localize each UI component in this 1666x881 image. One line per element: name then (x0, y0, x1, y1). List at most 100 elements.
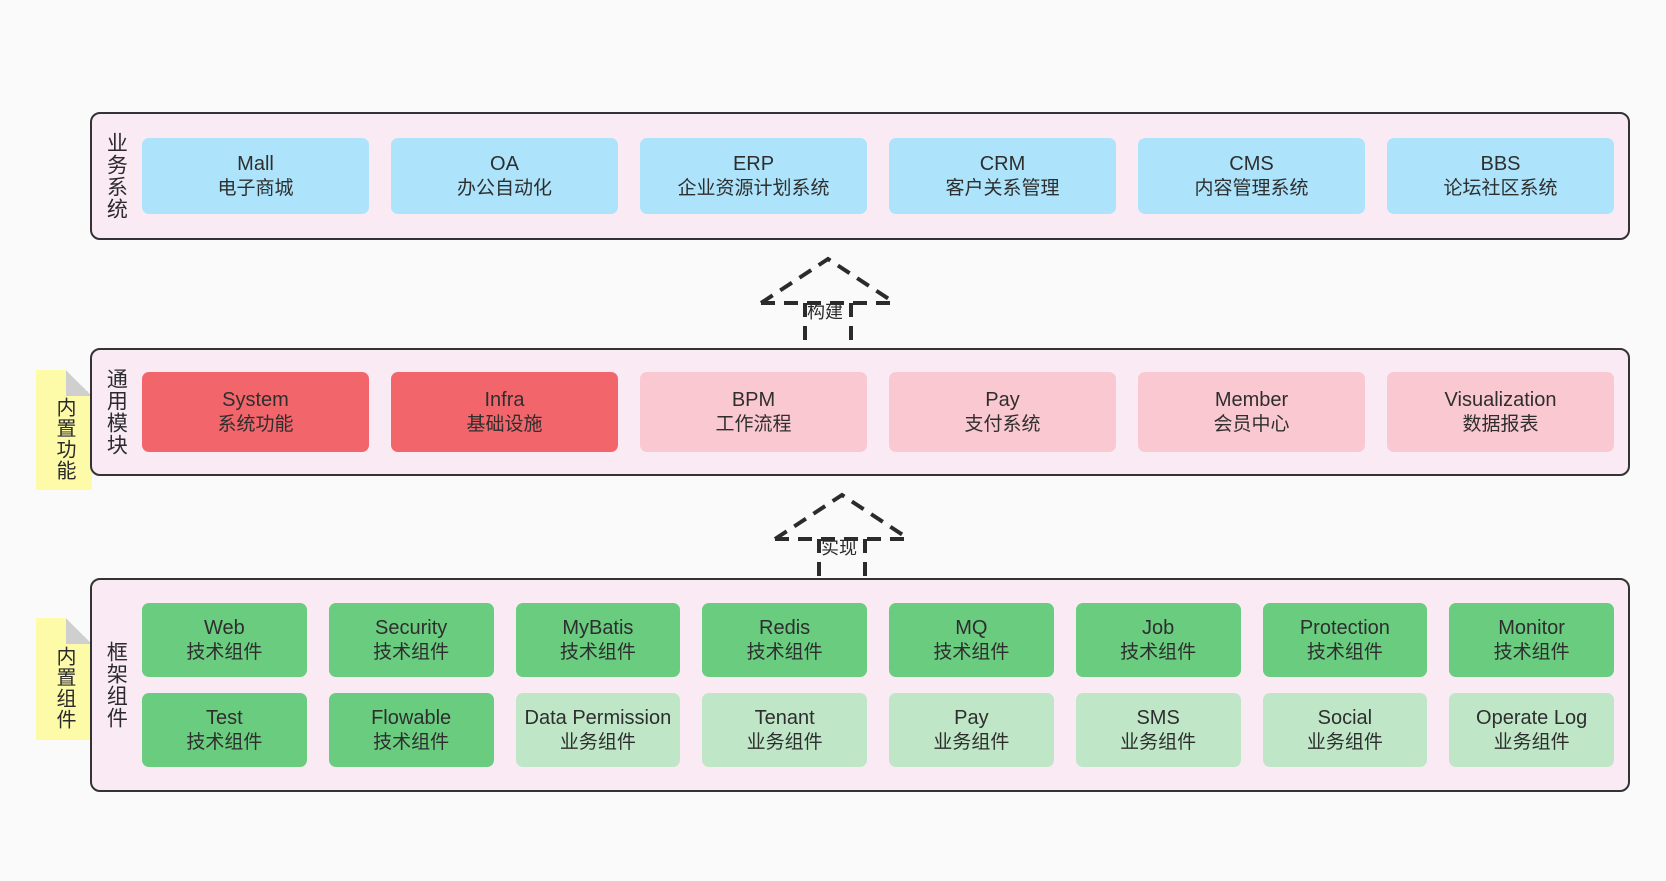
card-en-label: SMS (1136, 706, 1180, 729)
sticky-note-builtin-component: 内置组件 (36, 618, 92, 740)
card-en-label: Job (1142, 616, 1175, 639)
card-en-label: Pay (954, 706, 989, 729)
module-card-member[interactable]: Member 会员中心 (1138, 372, 1365, 452)
card-cn-label: 技术组件 (373, 731, 450, 753)
connector-stem (817, 539, 867, 582)
arrowhead-triangle-left-right (773, 492, 911, 541)
module-card-pay[interactable]: Pay 支付系统 (889, 372, 1116, 452)
sticky-note-label: 内置组件 (53, 646, 75, 730)
card-cn-label: 客户关系管理 (945, 177, 1060, 199)
connector-build: 构建 (758, 256, 938, 346)
module-card-flowable[interactable]: Flowable 技术组件 (328, 693, 494, 767)
connector-implement: 实现 (772, 492, 952, 582)
card-cn-label: 业务组件 (746, 731, 823, 753)
card-cn-label: 技术组件 (373, 641, 450, 663)
card-en-label: BBS (1480, 152, 1521, 175)
card-en-label: Operate Log (1476, 706, 1588, 729)
card-cn-label: 技术组件 (1493, 641, 1570, 663)
module-card-test[interactable]: Test 技术组件 (142, 693, 307, 767)
card-cn-label: 会员中心 (1213, 413, 1290, 435)
card-cn-label: 业务组件 (933, 731, 1010, 753)
module-card-erp[interactable]: ERP 企业资源计划系统 (640, 138, 867, 214)
card-cn-label: 数据报表 (1462, 413, 1539, 435)
module-card-sms[interactable]: SMS 业务组件 (1075, 693, 1241, 767)
layer-framework-component: 框架组件 Web 技术组件 Security 技术组件 MyBatis 技术组件… (90, 578, 1630, 792)
module-card-infra[interactable]: Infra 基础设施 (391, 372, 618, 452)
module-card-job[interactable]: Job 技术组件 (1075, 603, 1241, 677)
card-en-label: Member (1214, 388, 1289, 411)
layer-body-common: System 系统功能 Infra 基础设施 BPM 工作流程 Pay 支付系统… (138, 350, 1628, 474)
card-cn-label: 基础设施 (466, 413, 543, 435)
layer-title-business: 业务系统 (104, 132, 128, 220)
module-card-social[interactable]: Social 业务组件 (1262, 693, 1428, 767)
card-cn-label: 业务组件 (559, 731, 636, 753)
card-cn-label: 企业资源计划系统 (677, 177, 830, 199)
module-card-web[interactable]: Web 技术组件 (142, 603, 307, 677)
card-cn-label: 业务组件 (1306, 731, 1383, 753)
module-card-bbs[interactable]: BBS 论坛社区系统 (1387, 138, 1614, 214)
module-card-bpm[interactable]: BPM 工作流程 (640, 372, 867, 452)
module-card-cms[interactable]: CMS 内容管理系统 (1138, 138, 1365, 214)
module-card-mq[interactable]: MQ 技术组件 (889, 603, 1054, 677)
module-card-crm[interactable]: CRM 客户关系管理 (889, 138, 1116, 214)
card-cn-label: 内容管理系统 (1194, 177, 1309, 199)
card-en-label: System (222, 388, 289, 411)
card-en-label: Visualization (1444, 388, 1557, 411)
card-en-label: Tenant (754, 706, 815, 729)
layer-body-framework: Web 技术组件 Security 技术组件 MyBatis 技术组件 Redi… (138, 580, 1628, 790)
module-card-mall[interactable]: Mall 电子商城 (142, 138, 369, 214)
layer-row: Mall 电子商城 OA 办公自动化 ERP 企业资源计划系统 CRM 客户关系… (142, 138, 1614, 214)
card-en-label: Monitor (1498, 616, 1565, 639)
connector-build-label: 构建 (807, 302, 843, 322)
module-card-tenant[interactable]: Tenant 业务组件 (702, 693, 867, 767)
card-en-label: Social (1317, 706, 1373, 729)
card-cn-label: 技术组件 (1306, 641, 1383, 663)
module-card-operate-log[interactable]: Operate Log 业务组件 (1449, 693, 1614, 767)
card-en-label: ERP (732, 152, 775, 175)
sticky-note-builtin-function: 内置功能 (36, 370, 92, 490)
card-cn-label: 技术组件 (186, 731, 263, 753)
layer-title-framework: 框架组件 (104, 641, 128, 729)
card-cn-label: 业务组件 (1493, 731, 1570, 753)
connector-stem (803, 303, 853, 346)
arrowhead-triangle-left-right (759, 256, 897, 305)
module-card-security[interactable]: Security 技术组件 (328, 603, 494, 677)
card-en-label: Pay (985, 388, 1020, 411)
card-cn-label: 工作流程 (715, 413, 792, 435)
layer-common-module: 通用模块 System 系统功能 Infra 基础设施 BPM 工作流程 Pay… (90, 348, 1630, 476)
card-cn-label: 技术组件 (1120, 641, 1197, 663)
card-cn-label: 技术组件 (186, 641, 263, 663)
module-card-protection[interactable]: Protection 技术组件 (1262, 603, 1428, 677)
card-cn-label: 系统功能 (217, 413, 294, 435)
card-en-label: OA (490, 152, 519, 175)
layer-row: System 系统功能 Infra 基础设施 BPM 工作流程 Pay 支付系统… (142, 372, 1614, 452)
layer-row-business: Test 技术组件 Flowable 技术组件 Data Permission … (142, 693, 1614, 767)
module-card-visualization[interactable]: Visualization 数据报表 (1387, 372, 1614, 452)
card-en-label: CRM (979, 152, 1026, 175)
card-en-label: Redis (759, 616, 811, 639)
layer-title-common: 通用模块 (104, 368, 128, 456)
card-cn-label: 技术组件 (933, 641, 1010, 663)
card-cn-label: 技术组件 (559, 641, 636, 663)
card-en-label: MQ (955, 616, 988, 639)
module-card-oa[interactable]: OA 办公自动化 (391, 138, 618, 214)
module-card-data-permission[interactable]: Data Permission 业务组件 (515, 693, 681, 767)
module-card-system[interactable]: System 系统功能 (142, 372, 369, 452)
card-en-label: Protection (1299, 616, 1390, 639)
connector-implement-label: 实现 (821, 538, 857, 558)
card-en-label: Data Permission (524, 706, 672, 729)
card-cn-label: 办公自动化 (456, 177, 552, 199)
sticky-note-label: 内置功能 (53, 397, 75, 481)
card-en-label: Security (375, 616, 448, 639)
card-en-label: Infra (484, 388, 525, 411)
module-card-mybatis[interactable]: MyBatis 技术组件 (515, 603, 681, 677)
card-cn-label: 电子商城 (217, 177, 294, 199)
module-card-redis[interactable]: Redis 技术组件 (702, 603, 867, 677)
card-en-label: Mall (237, 152, 274, 175)
card-en-label: BPM (731, 388, 776, 411)
layer-body-business: Mall 电子商城 OA 办公自动化 ERP 企业资源计划系统 CRM 客户关系… (138, 114, 1628, 238)
module-card-pay-business[interactable]: Pay 业务组件 (889, 693, 1054, 767)
card-en-label: Test (206, 706, 243, 729)
module-card-monitor[interactable]: Monitor 技术组件 (1449, 603, 1614, 677)
